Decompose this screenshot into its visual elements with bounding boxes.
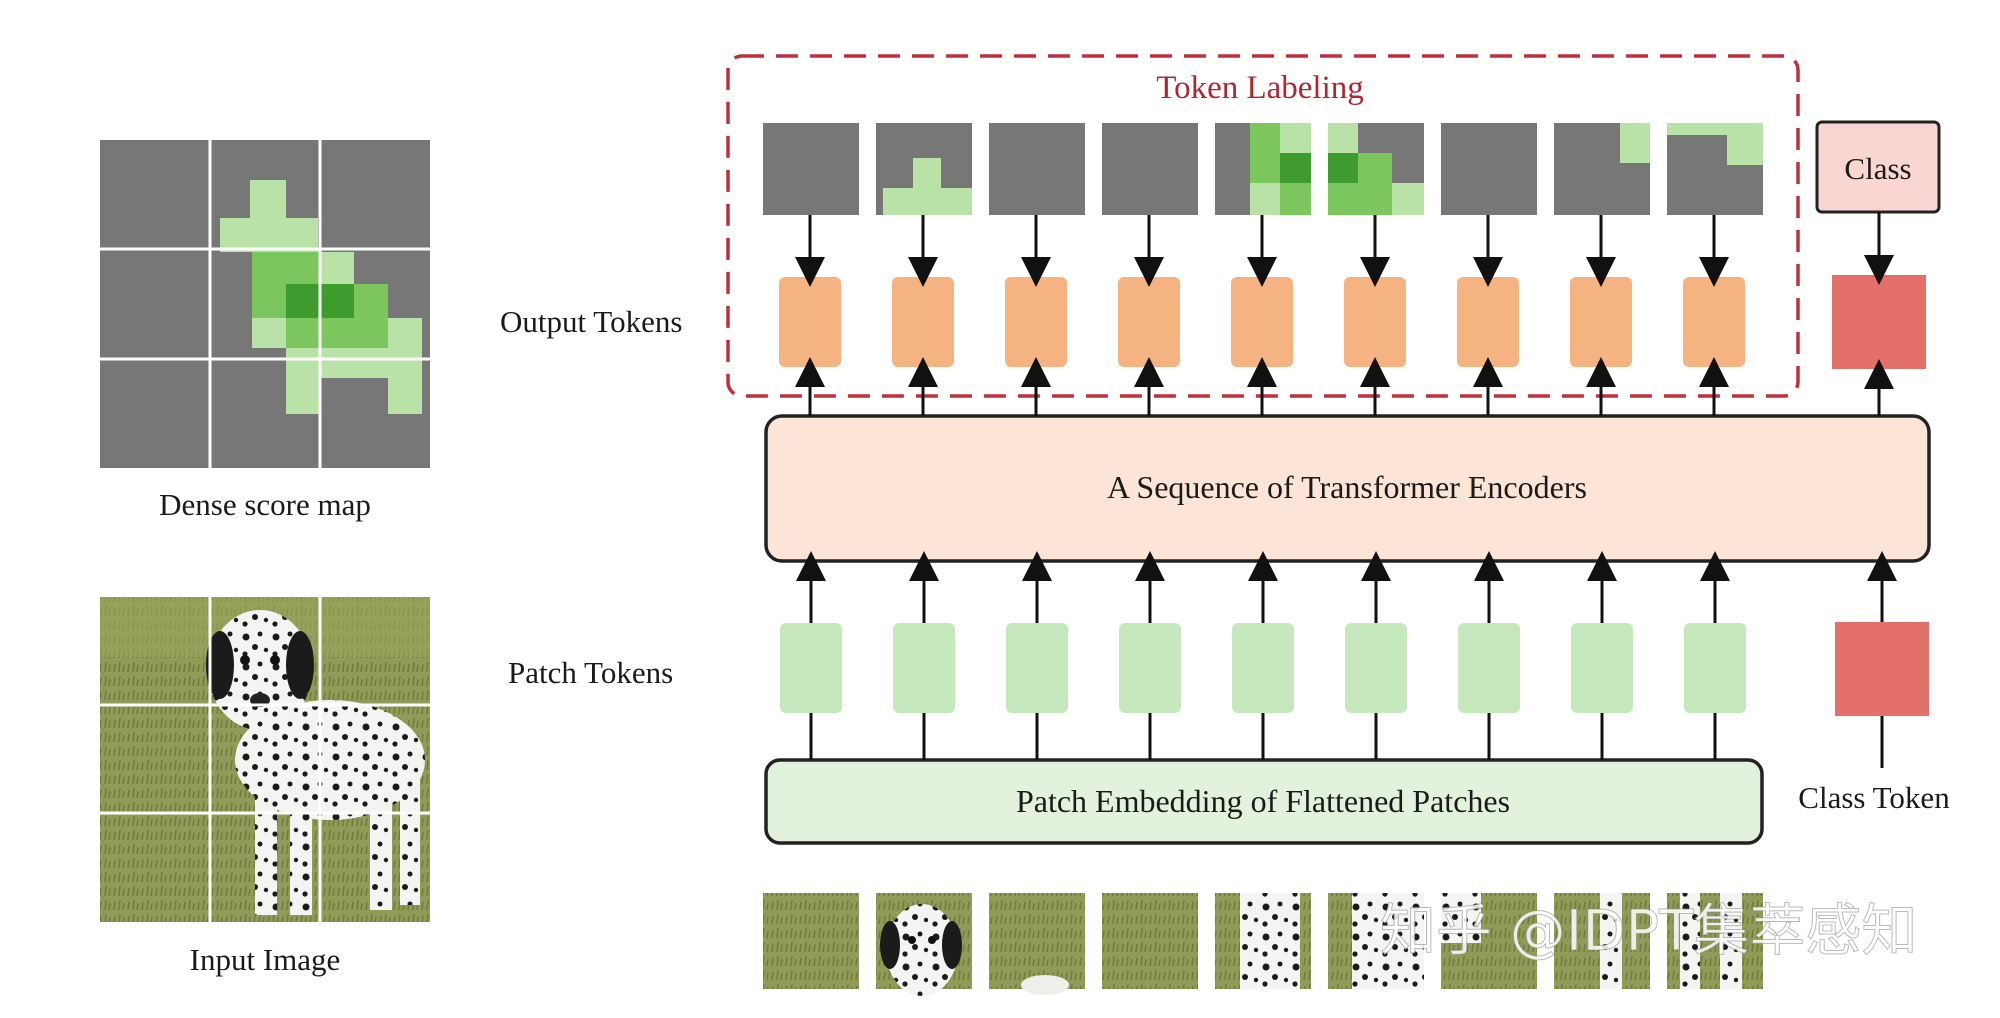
- input-patches: [763, 893, 1763, 996]
- input-patch: [876, 893, 972, 996]
- score-patch-2: [876, 123, 972, 215]
- score-patches: [763, 123, 1763, 215]
- output-token: [1570, 277, 1632, 367]
- input-patch: [763, 893, 859, 989]
- dense-score-map-caption: Dense score map: [159, 487, 371, 522]
- score-patch-4: [1102, 123, 1198, 215]
- output-token: [1683, 277, 1745, 367]
- patch-token: [1232, 623, 1294, 713]
- arrows: [795, 212, 1897, 623]
- patch-token: [1006, 623, 1068, 713]
- output-token: [1231, 277, 1293, 367]
- class-label-text: Class: [1844, 151, 1911, 186]
- transformer-encoders-box: [764, 414, 1931, 563]
- score-patch-8: [1554, 123, 1650, 215]
- embedding-connectors: [809, 713, 1884, 768]
- input-class-token: [1835, 622, 1929, 716]
- patch-token: [893, 623, 955, 713]
- score-map-grid: [100, 140, 430, 468]
- class-token-label: Class Token: [1798, 780, 1950, 815]
- patch-tokens: [780, 623, 1746, 713]
- output-token: [1118, 277, 1180, 367]
- input-patch: [1328, 893, 1424, 989]
- input-patch: [1667, 893, 1763, 989]
- input-image: [100, 597, 430, 922]
- output-token: [1005, 277, 1067, 367]
- patch-token: [1458, 623, 1520, 713]
- input-patch: [1215, 893, 1311, 989]
- patch-token: [1119, 623, 1181, 713]
- score-patch-3: [989, 123, 1085, 215]
- output-token: [1457, 277, 1519, 367]
- token-labeling-title: Token Labeling: [1156, 70, 1364, 106]
- input-image-caption: Input Image: [190, 942, 341, 977]
- patch-embedding-text: Patch Embedding of Flattened Patches: [1016, 783, 1510, 819]
- patch-token: [1345, 623, 1407, 713]
- dense-score-map: [100, 140, 430, 468]
- input-patch: [989, 893, 1085, 995]
- score-patch-7: [1441, 123, 1537, 215]
- transformer-encoders-text: A Sequence of Transformer Encoders: [1107, 469, 1587, 505]
- patch-token: [1571, 623, 1633, 713]
- score-patch-6: [1328, 123, 1424, 215]
- input-patch: [1554, 893, 1650, 989]
- output-tokens-label: Output Tokens: [500, 304, 682, 339]
- dog-score-silhouette: [220, 180, 422, 414]
- output-tokens: [779, 277, 1745, 367]
- input-patch: [1102, 893, 1198, 989]
- output-token: [892, 277, 954, 367]
- score-patch-5: [1215, 123, 1311, 215]
- input-patch: [1441, 893, 1537, 989]
- watermark-text: 知乎 @IDPT集萃感知: [1380, 899, 1917, 964]
- patch-token: [780, 623, 842, 713]
- patch-tokens-label: Patch Tokens: [508, 655, 673, 690]
- output-token: [1344, 277, 1406, 367]
- score-patch-9: [1667, 123, 1763, 215]
- output-token: [779, 277, 841, 367]
- score-patch-1: [763, 123, 859, 215]
- output-class-token: [1832, 275, 1926, 369]
- patch-token: [1684, 623, 1746, 713]
